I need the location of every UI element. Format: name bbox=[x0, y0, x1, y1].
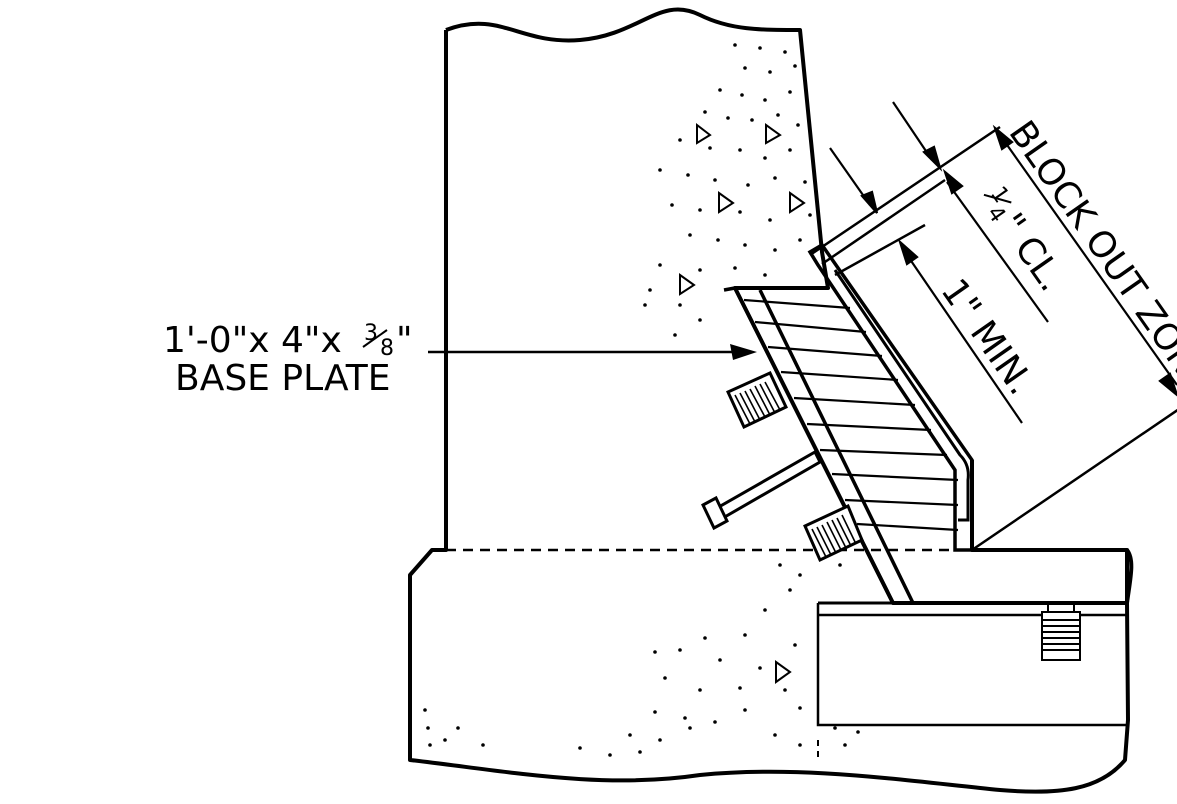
threaded-stud-upper bbox=[726, 371, 788, 430]
embedded-beam bbox=[816, 601, 1127, 760]
aggregate-triangles bbox=[679, 122, 806, 684]
dimension-arrows bbox=[829, 101, 1177, 424]
aggregate-texture bbox=[423, 43, 860, 757]
base-plate-name: BASE PLATE bbox=[175, 358, 391, 399]
anchor-rod bbox=[701, 449, 822, 531]
base-plate-label: 1'-0"x 4"x 3 8 " BASE PLATE bbox=[163, 320, 413, 399]
concrete-outline bbox=[408, 7, 1130, 794]
base-plate-size: 1'-0"x 4"x bbox=[163, 320, 342, 361]
right-edge bbox=[1125, 548, 1134, 604]
block-out-zone bbox=[809, 125, 1177, 552]
threaded-stud-lower bbox=[803, 503, 864, 563]
base-plate-inch: " bbox=[396, 320, 413, 361]
base-plate-assembly bbox=[723, 242, 974, 605]
base-plate-frac-den: 8 bbox=[380, 336, 394, 361]
svg-text:1'-0"x 4"x: 1'-0"x 4"x bbox=[163, 320, 342, 361]
base-plate-leader bbox=[428, 344, 757, 360]
